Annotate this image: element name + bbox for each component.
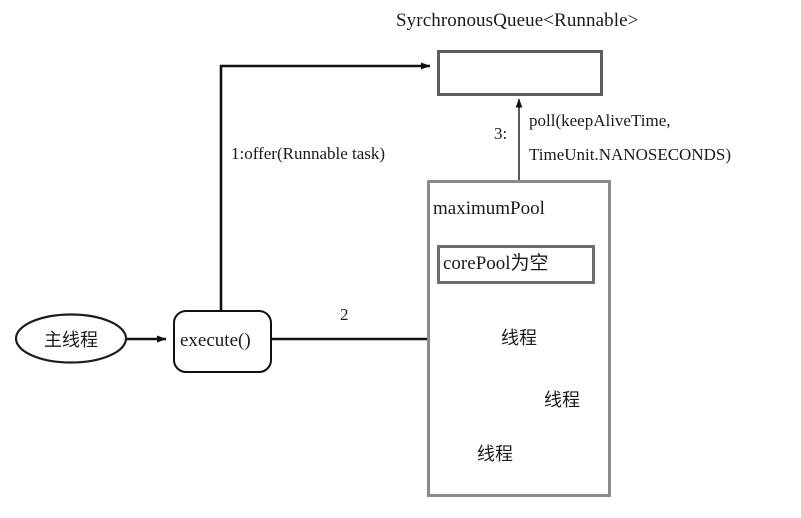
main-thread-label: 主线程 — [44, 329, 98, 351]
maximum-pool-box — [427, 180, 611, 497]
edge-offer-arrow — [219, 62, 431, 310]
thread-label-1: 线程 — [501, 328, 537, 349]
execute-method-box — [173, 310, 272, 373]
execute-label: execute() — [180, 330, 251, 351]
maximum-pool-label: maximumPool — [433, 198, 545, 219]
synchronous-queue-box — [437, 50, 603, 96]
edge-poll-label-line2: TimeUnit.NANOSECONDS) — [529, 145, 731, 164]
edge-offer-label: 1:offer(Runnable task) — [231, 144, 386, 163]
edge-poll-label-line1: poll(keepAliveTime, — [529, 111, 671, 130]
core-pool-box — [437, 245, 595, 284]
thread-label-2: 线程 — [544, 390, 580, 411]
core-pool-label: corePool为空 — [443, 253, 549, 274]
edge-step2-label: 2 — [340, 305, 349, 324]
queue-title-label: SyrchronousQueue<Runnable> — [396, 10, 639, 31]
edge-poll-step-number: 3: — [494, 124, 508, 143]
thread-label-3: 线程 — [477, 444, 513, 465]
